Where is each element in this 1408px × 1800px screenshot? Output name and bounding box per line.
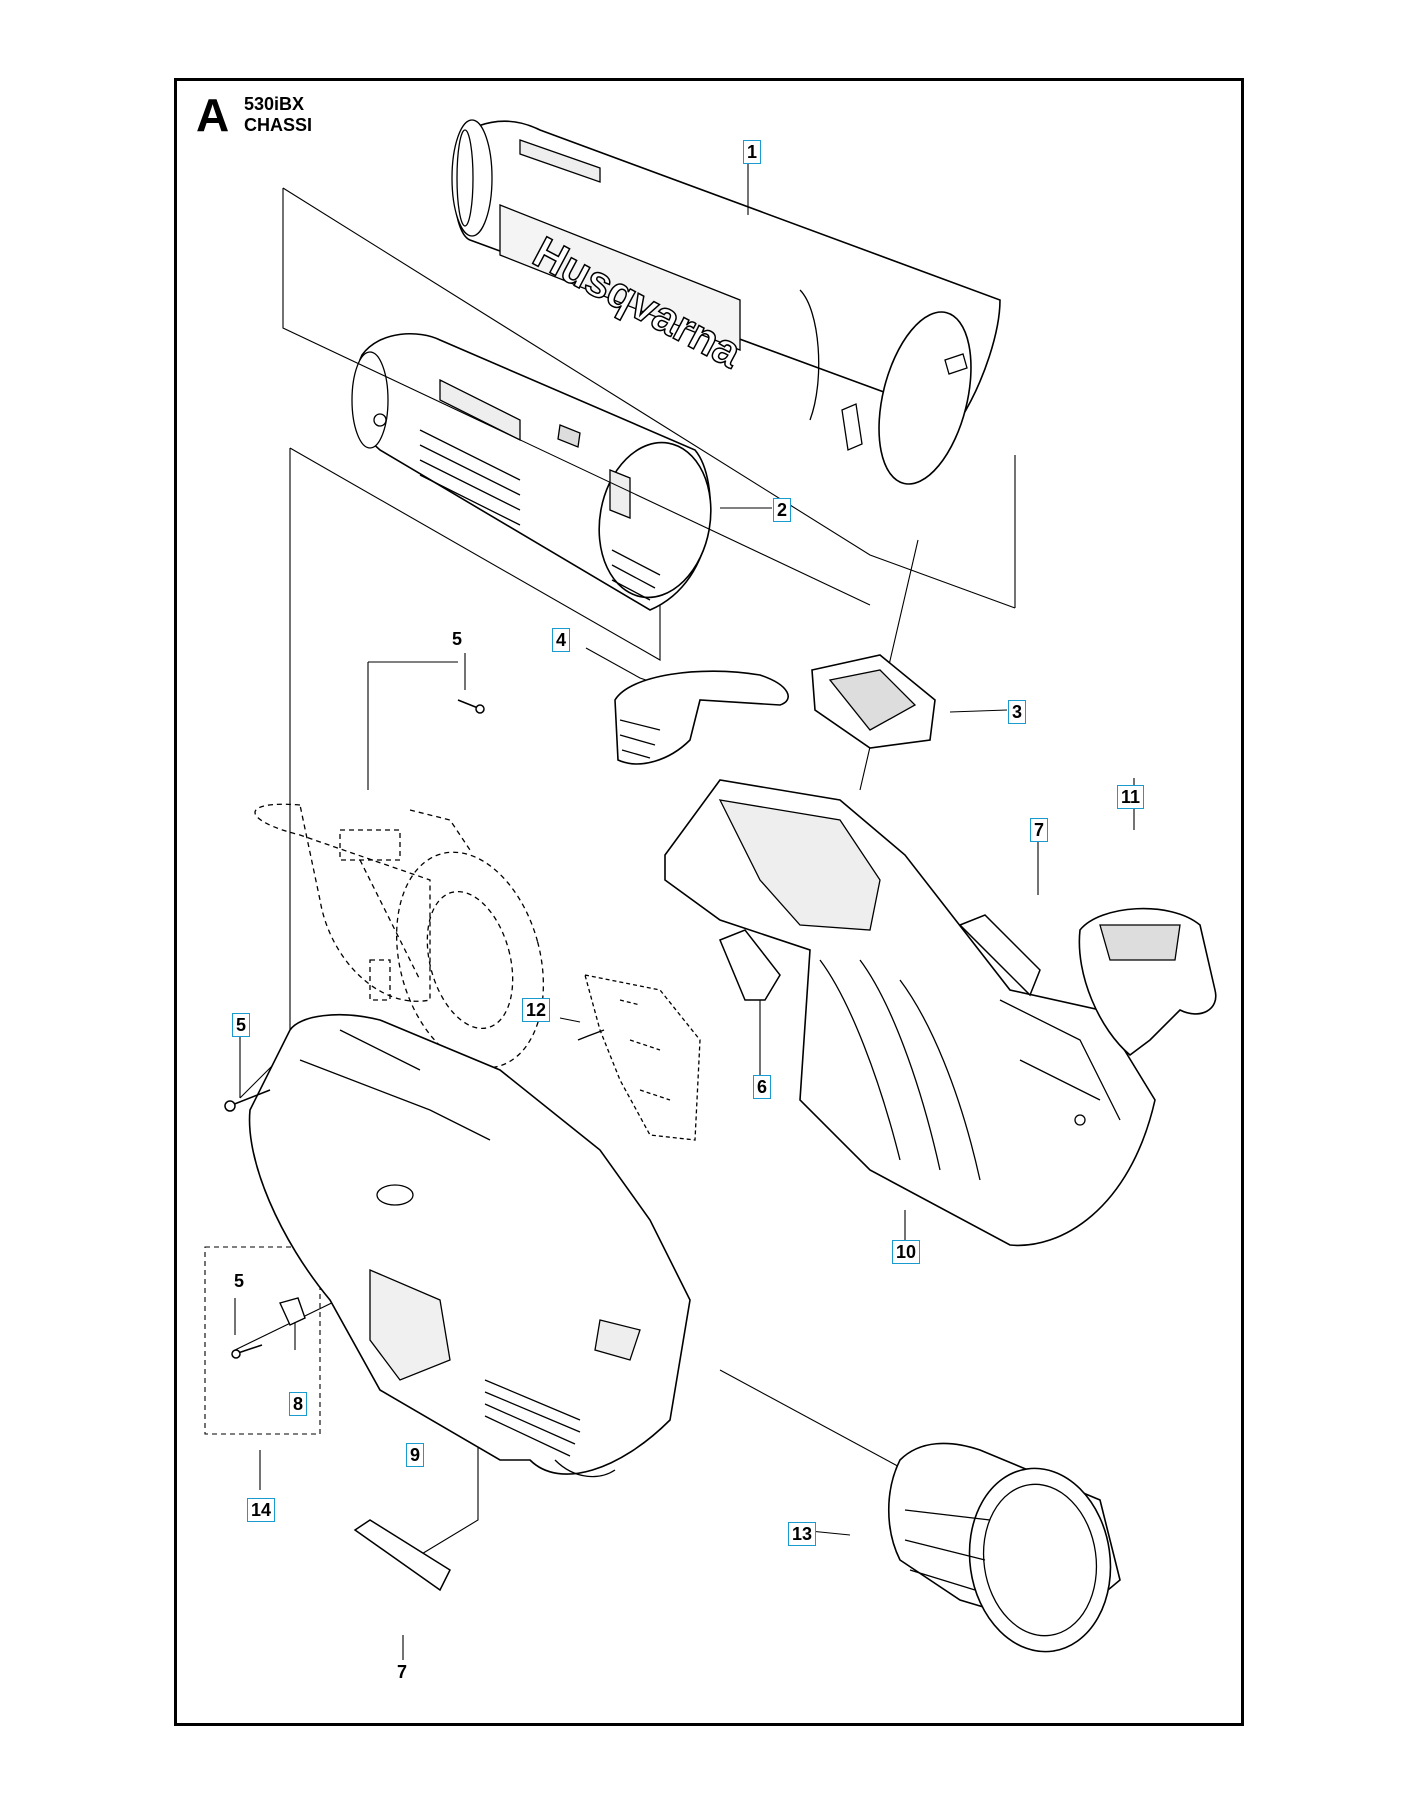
callout-7-upper: 7 bbox=[1030, 818, 1049, 842]
motor-assembly-dashed bbox=[254, 803, 545, 1069]
part-11-rear-cover bbox=[1078, 907, 1217, 1057]
part-6-trigger bbox=[719, 929, 781, 1001]
callout-5-kit: 5 bbox=[234, 1271, 245, 1291]
callout-2: 2 bbox=[773, 498, 792, 522]
part-4-top-cover bbox=[614, 670, 789, 765]
callout-3: 3 bbox=[1008, 700, 1027, 724]
callout-12: 12 bbox=[522, 998, 551, 1022]
callout-5-left: 5 bbox=[232, 1013, 251, 1037]
section-title: 530iBX CHASSI bbox=[244, 94, 312, 136]
callout-13: 13 bbox=[788, 1522, 817, 1546]
part-13-inlet-nozzle bbox=[888, 1442, 1121, 1653]
part-8-clip bbox=[279, 1297, 306, 1326]
callout-10: 10 bbox=[892, 1240, 921, 1264]
part-2-fan-housing bbox=[351, 332, 712, 611]
part-7-lever-upper bbox=[958, 914, 1041, 997]
callout-7-lower: 7 bbox=[397, 1662, 408, 1682]
callout-6: 6 bbox=[753, 1075, 772, 1099]
kit-box-14 bbox=[204, 1246, 321, 1435]
model-name: 530iBX bbox=[244, 94, 305, 114]
callout-1: 1 bbox=[743, 140, 762, 164]
part-10-main-chassis bbox=[664, 779, 1156, 1247]
assembly-name: CHASSI bbox=[244, 115, 313, 135]
part-9-lower-housing bbox=[248, 1014, 691, 1478]
section-letter: A bbox=[196, 89, 230, 141]
callout-5-top: 5 bbox=[452, 629, 463, 649]
part-3-switch-frame bbox=[811, 654, 936, 749]
screws-5 bbox=[224, 699, 485, 1359]
diagram-frame bbox=[174, 78, 1244, 1726]
part-7-lever-lower bbox=[353, 1519, 451, 1592]
part-12-circuit-board-dashed bbox=[584, 974, 701, 1141]
screw-12 bbox=[577, 1029, 605, 1041]
callout-14: 14 bbox=[247, 1498, 276, 1522]
callout-9: 9 bbox=[406, 1443, 425, 1467]
callout-8: 8 bbox=[289, 1392, 308, 1416]
callout-11: 11 bbox=[1117, 785, 1145, 809]
callout-4: 4 bbox=[552, 628, 571, 652]
